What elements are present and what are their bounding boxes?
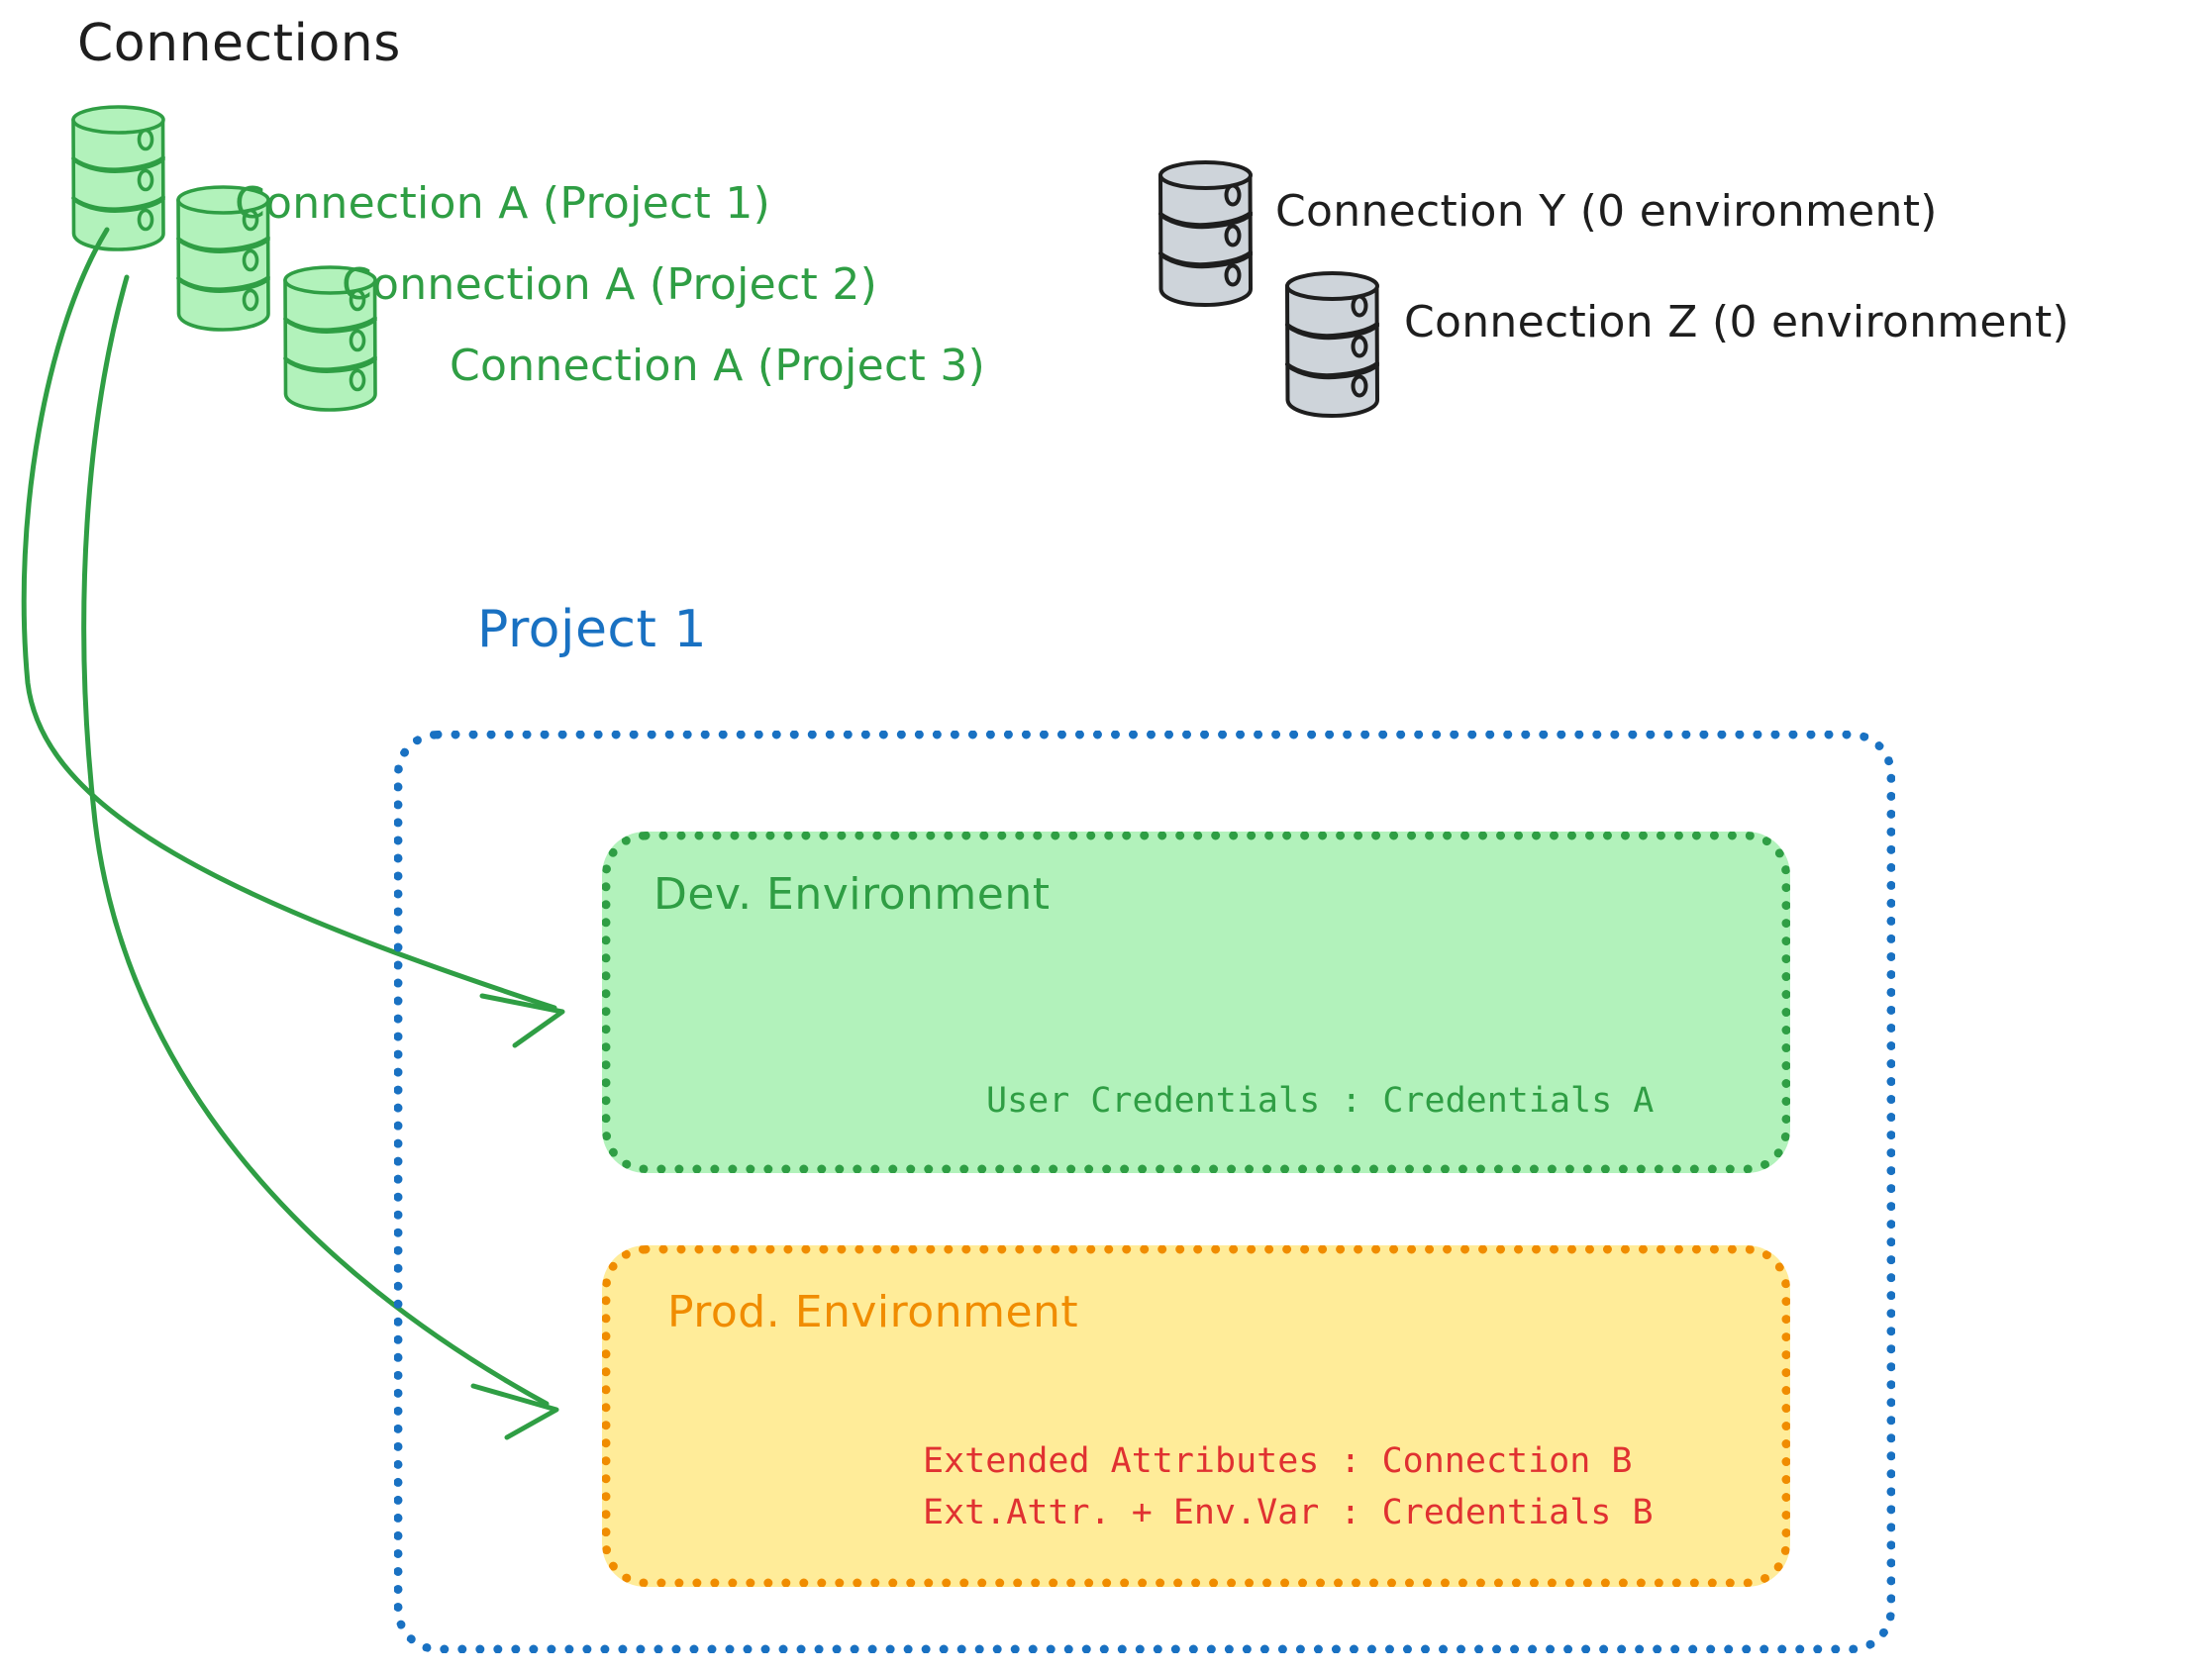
database-icon-connection-a-project-1 <box>71 105 165 251</box>
dev-environment-box <box>602 832 1790 1173</box>
prod-environment-row-0: Extended Attributes : Connection B <box>923 1441 1633 1481</box>
prod-environment-row-1: Ext.Attr. + Env.Var : Credentials B <box>923 1493 1654 1532</box>
database-icon-connection-z <box>1285 271 1379 418</box>
dev-environment-row-0: User Credentials : Credentials A <box>986 1081 1655 1121</box>
project-boundary-box <box>394 731 1895 1653</box>
page-title: Connections <box>77 14 401 73</box>
project-title: Project 1 <box>477 600 708 659</box>
connection-label-a-project-2: Connection A (Project 2) <box>342 259 878 310</box>
connection-label-a-project-1: Connection A (Project 1) <box>235 178 771 229</box>
prod-environment-box <box>602 1245 1790 1587</box>
database-icon-connection-y <box>1158 160 1253 307</box>
connection-label-z: Connection Z (0 environment) <box>1404 297 2070 347</box>
connection-label-a-project-3: Connection A (Project 3) <box>450 341 986 391</box>
dev-environment-title: Dev. Environment <box>654 869 1051 920</box>
prod-environment-title: Prod. Environment <box>667 1287 1079 1337</box>
connection-label-y: Connection Y (0 environment) <box>1275 186 1938 237</box>
